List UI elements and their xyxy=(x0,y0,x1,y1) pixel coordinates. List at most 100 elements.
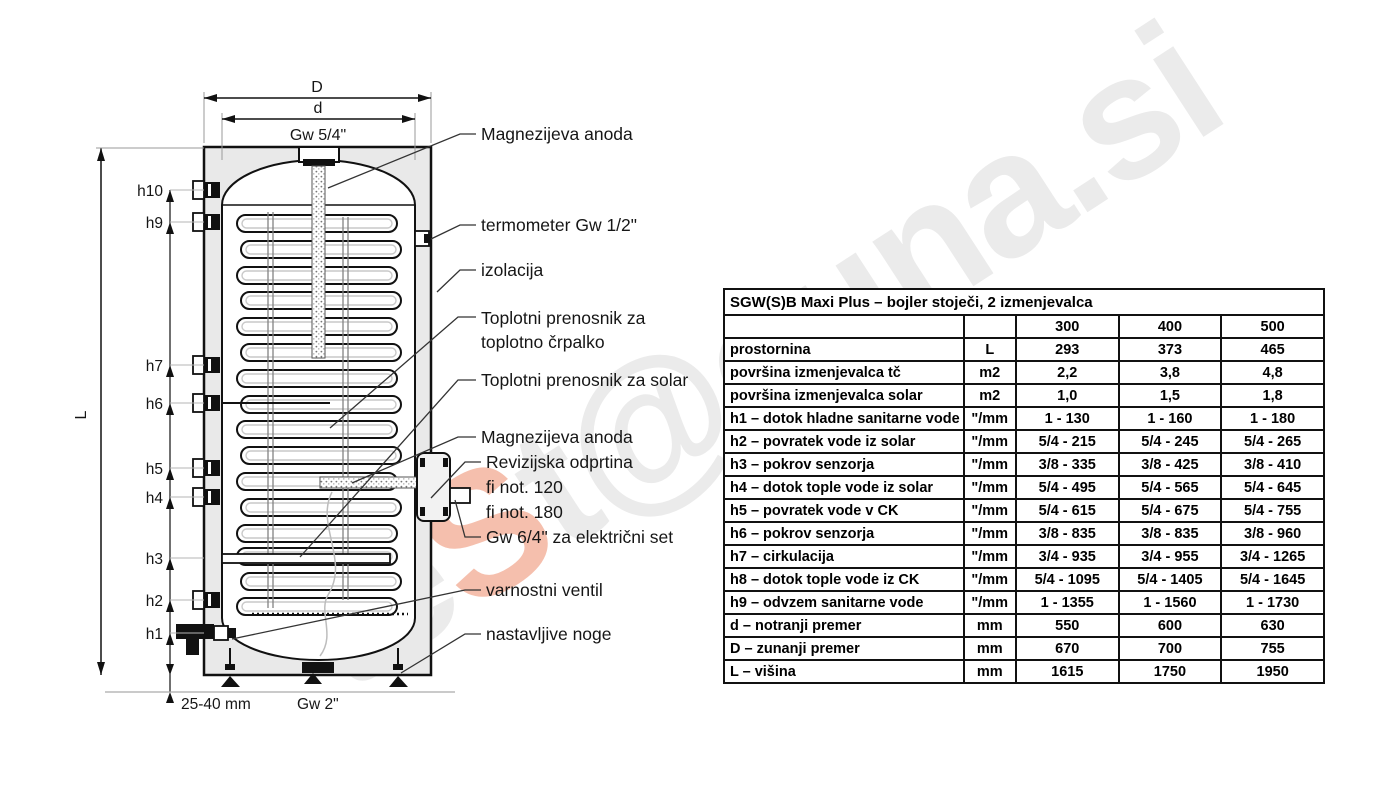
spec-value: 3/4 - 935 xyxy=(1014,544,1120,569)
h10-label: h10 xyxy=(137,183,163,200)
spec-label: h3 – pokrov senzorja xyxy=(723,452,965,477)
spec-value: 293 xyxy=(1014,337,1120,362)
spec-unit: m2 xyxy=(962,383,1017,408)
revision-opening xyxy=(319,452,471,522)
dim-L-label: L xyxy=(73,410,90,419)
spec-value: 5/4 - 495 xyxy=(1014,475,1120,500)
spec-value: 755 xyxy=(1220,636,1325,661)
spec-value: 4,8 xyxy=(1220,360,1325,385)
spec-label: h5 – povratek vode v CK xyxy=(723,498,965,523)
spec-label: D – zunanji premer xyxy=(723,636,965,661)
spec-value: 3/8 - 960 xyxy=(1220,521,1325,546)
spec-value: 5/4 - 1645 xyxy=(1220,567,1325,592)
h4-label: h4 xyxy=(146,490,164,507)
fi120-label: fi not. 120 xyxy=(486,477,563,497)
side-port-fittings xyxy=(192,180,391,610)
dim-D-label: D xyxy=(311,79,323,96)
spec-value: 630 xyxy=(1220,613,1325,638)
h5-label: h5 xyxy=(146,461,163,478)
spec-value: 3/4 - 1265 xyxy=(1220,544,1325,569)
spec-unit: "/mm xyxy=(962,498,1017,523)
spec-value: 1,0 xyxy=(1014,383,1120,408)
header-label-cell xyxy=(723,314,965,339)
ground-line: 25-40 mm Gw 2" xyxy=(105,691,455,713)
spec-value: 5/4 - 755 xyxy=(1220,498,1325,523)
spec-value: 3/8 - 335 xyxy=(1014,452,1120,477)
table-header-row: 300 400 500 xyxy=(723,314,1325,339)
spec-value: 3/8 - 835 xyxy=(1014,521,1120,546)
insulation-label: izolacija xyxy=(481,260,544,280)
hx-solar-label: Toplotni prenosnik za solar xyxy=(481,370,688,390)
column-header-300: 300 xyxy=(1014,314,1120,339)
spec-value: 550 xyxy=(1014,613,1120,638)
adjustable-feet xyxy=(221,648,408,687)
spec-value: 5/4 - 215 xyxy=(1014,429,1120,454)
spec-value: 670 xyxy=(1014,636,1120,661)
spec-value: 1 - 1560 xyxy=(1117,590,1223,615)
spec-label: h4 – dotok tople vode iz solar xyxy=(723,475,965,500)
dim-d-label: d xyxy=(314,100,323,117)
column-header-400: 400 xyxy=(1117,314,1223,339)
spec-label: h8 – dotok tople vode iz CK xyxy=(723,567,965,592)
spec-value: 5/4 - 615 xyxy=(1014,498,1120,523)
spec-value: 5/4 - 1405 xyxy=(1117,567,1223,592)
spec-value: 5/4 - 265 xyxy=(1220,429,1325,454)
anode-top-label: Magnezijeva anoda xyxy=(481,124,633,144)
spec-unit: mm xyxy=(962,613,1017,638)
header-unit-cell xyxy=(962,314,1017,339)
spec-table: SGW(S)B Maxi Plus – bojler stoječi, 2 iz… xyxy=(723,288,1325,684)
h6-label: h6 xyxy=(146,396,163,413)
callout-labels: Magnezijeva anoda termometer Gw 1/2" izo… xyxy=(481,124,688,644)
boiler-technical-drawing: D d Gw 5/4" L xyxy=(73,79,688,713)
spec-unit: mm xyxy=(962,659,1017,684)
spec-label: prostornina xyxy=(723,337,965,362)
spec-label: h7 – cirkulacija xyxy=(723,544,965,569)
sensor-tubes xyxy=(267,212,349,608)
dimension-L: L xyxy=(73,147,204,675)
safety-valve xyxy=(176,624,236,655)
dimension-D: D xyxy=(203,79,432,143)
spec-value: 1 - 180 xyxy=(1220,406,1325,431)
spec-value: 1,5 xyxy=(1117,383,1223,408)
spec-value: 1750 xyxy=(1117,659,1223,684)
spec-value: 700 xyxy=(1117,636,1223,661)
spec-value: 5/4 - 1095 xyxy=(1014,567,1120,592)
spec-label: L – višina xyxy=(723,659,965,684)
spec-value: 373 xyxy=(1117,337,1223,362)
leader-lines xyxy=(231,133,481,674)
spec-table-container: SGW(S)B Maxi Plus – bojler stoječi, 2 iz… xyxy=(723,288,1325,684)
spec-label: h6 – pokrov senzorja xyxy=(723,521,965,546)
spec-unit: "/mm xyxy=(962,590,1017,615)
spec-value: 1 - 160 xyxy=(1117,406,1223,431)
spec-unit: "/mm xyxy=(962,544,1017,569)
spec-value: 1,8 xyxy=(1220,383,1325,408)
spec-unit: mm xyxy=(962,636,1017,661)
top-connection-label: Gw 5/4" xyxy=(290,127,346,144)
electric-set-label: Gw 6/4" za električni set xyxy=(486,527,673,547)
spec-value: 600 xyxy=(1117,613,1223,638)
spec-unit: L xyxy=(962,337,1017,362)
bottom-gap-label: 25-40 mm xyxy=(181,696,251,713)
thermometer-fitting xyxy=(414,230,431,247)
spec-value: 1615 xyxy=(1014,659,1120,684)
adjustable-feet-label: nastavljive noge xyxy=(486,624,612,644)
spec-label: h9 – odvzem sanitarne vode xyxy=(723,590,965,615)
spec-value: 5/4 - 245 xyxy=(1117,429,1223,454)
anode-side-label: Magnezijeva anoda xyxy=(481,427,633,447)
spec-unit: "/mm xyxy=(962,406,1017,431)
spec-value: 3/8 - 835 xyxy=(1117,521,1223,546)
spec-value: 3/4 - 955 xyxy=(1117,544,1223,569)
h1-label: h1 xyxy=(146,626,163,643)
h7-label: h7 xyxy=(146,358,163,375)
